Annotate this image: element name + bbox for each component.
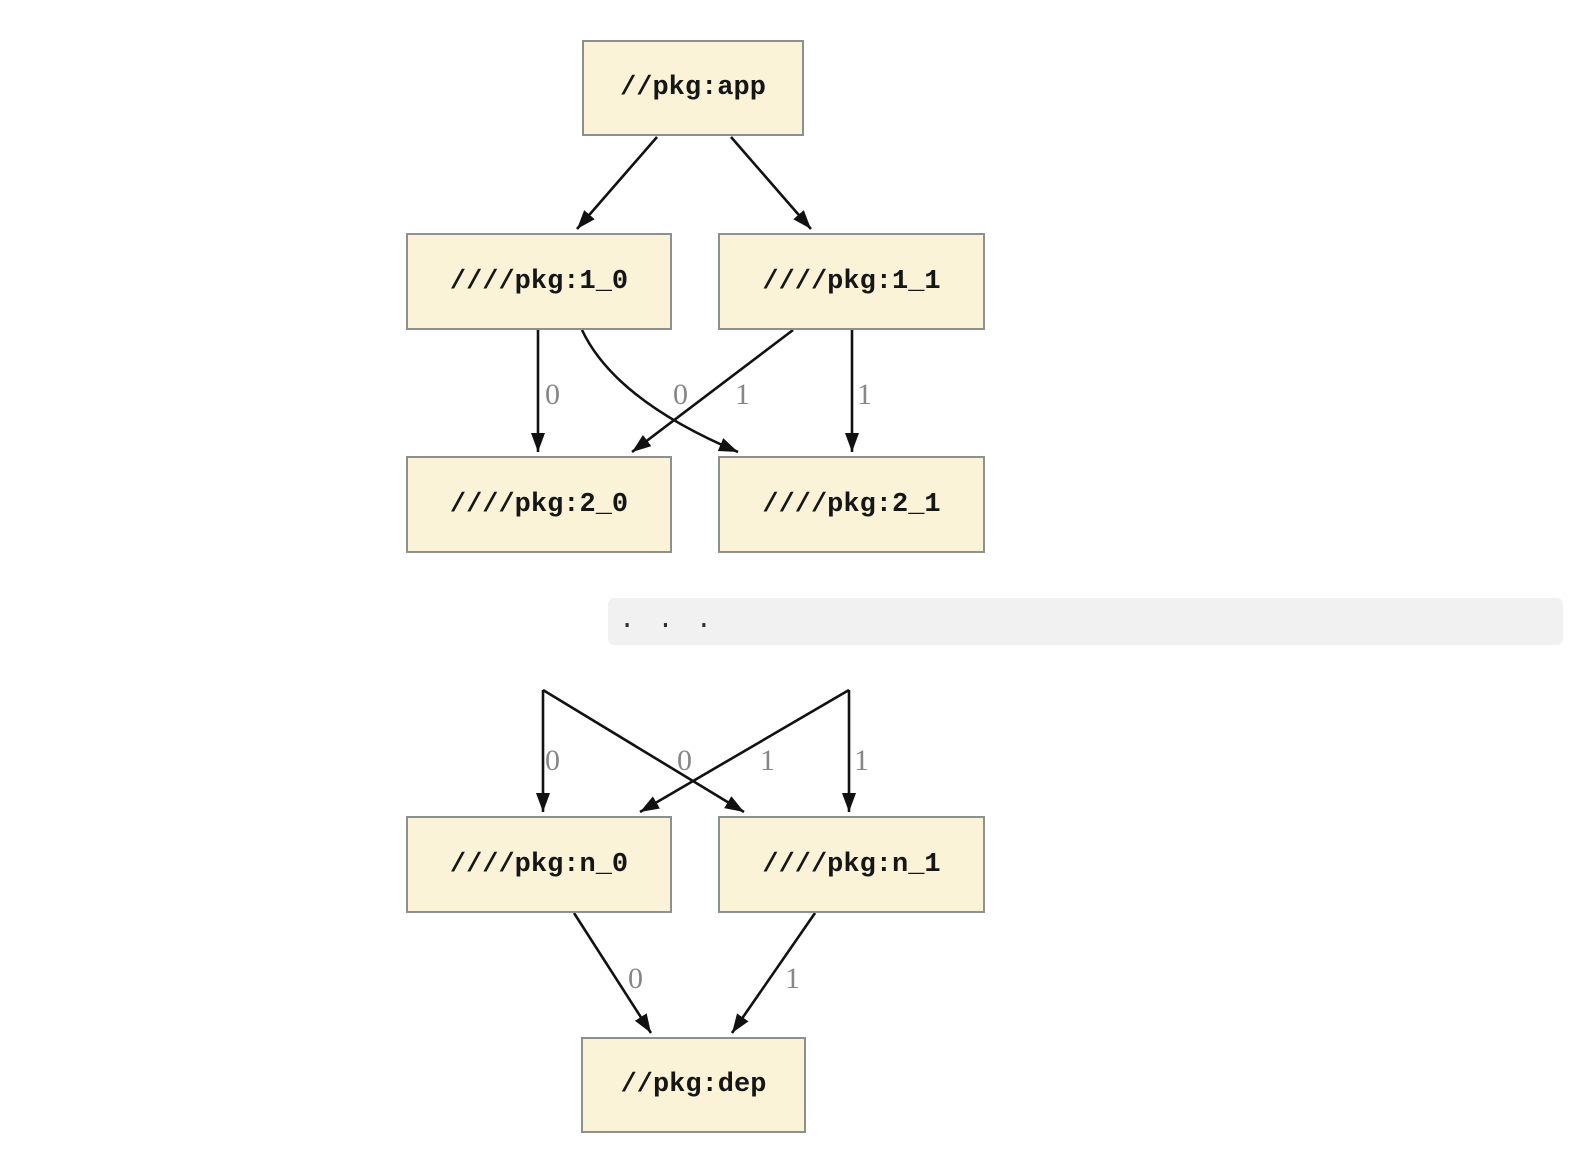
node-pkg-n_0: ////pkg:n_0 xyxy=(406,816,672,913)
edge-label-prev-to-n_1: 1 xyxy=(854,744,869,777)
node-pkg-n_1: ////pkg:n_1 xyxy=(718,816,985,913)
edge-prev-to-n_1-cross xyxy=(542,688,745,814)
edge-n_0-to-dep xyxy=(572,912,653,1034)
edge-1_1-to-2_0 xyxy=(631,328,794,454)
edge-label-1_1-to-2_1: 1 xyxy=(857,378,872,411)
ellipsis-band: . . . xyxy=(608,598,1563,645)
edge-label-prev-to-n_1-cross: 1 xyxy=(760,744,775,777)
node-pkg-2_0: ////pkg:2_0 xyxy=(406,456,672,553)
edge-label-1_1-to-2_0: 0 xyxy=(673,378,688,411)
node-pkg-1_1-label: ////pkg:1_1 xyxy=(762,266,941,297)
edge-label-1_0-to-2_0: 0 xyxy=(545,378,560,411)
node-pkg-n_1-label: ////pkg:n_1 xyxy=(762,849,941,880)
node-pkg-dep-label: //pkg:dep xyxy=(620,1070,767,1100)
edge-prev-to-n_0-cross xyxy=(639,688,850,814)
node-pkg-1_0: ////pkg:1_0 xyxy=(406,233,672,330)
node-pkg-2_1-label: ////pkg:2_1 xyxy=(762,489,941,520)
node-pkg-1_1: ////pkg:1_1 xyxy=(718,233,985,330)
edge-label-n_1-to-dep: 1 xyxy=(785,962,800,995)
node-pkg-app-label: //pkg:app xyxy=(620,73,766,103)
edge-label-n_0-to-dep: 0 xyxy=(628,962,643,995)
edge-label-prev-to-n_0-cross: 0 xyxy=(677,744,692,777)
edge-app-to-1_0 xyxy=(576,136,658,230)
edge-1_0-to-2_1 xyxy=(580,329,739,454)
node-pkg-2_1: ////pkg:2_1 xyxy=(718,456,985,553)
node-pkg-n_0-label: ////pkg:n_0 xyxy=(449,849,629,880)
edge-label-1_0-to-2_1: 1 xyxy=(735,378,750,411)
ellipsis-text: . . . xyxy=(619,606,716,636)
node-pkg-app: //pkg:app xyxy=(582,40,804,136)
edge-n_1-to-dep xyxy=(730,912,817,1034)
edge-app-to-1_1 xyxy=(730,136,812,230)
node-pkg-dep: //pkg:dep xyxy=(581,1037,806,1133)
edge-label-prev-to-n_0: 0 xyxy=(545,744,560,777)
node-pkg-2_0-label: ////pkg:2_0 xyxy=(449,489,629,520)
node-pkg-1_0-label: ////pkg:1_0 xyxy=(449,266,629,297)
